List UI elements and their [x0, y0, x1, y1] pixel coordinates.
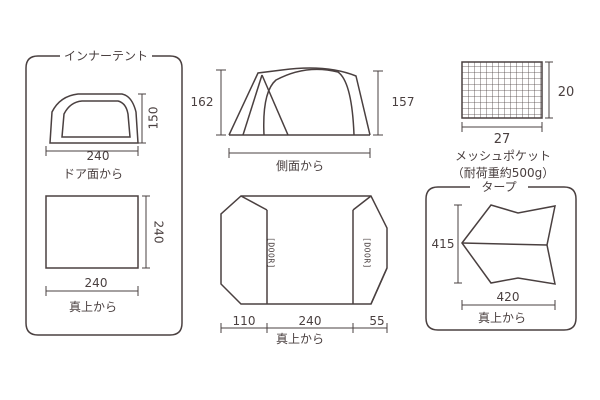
tent-top-outline	[220, 195, 388, 305]
mesh-pocket-grid	[461, 61, 543, 119]
inner-top-width-label: 240	[85, 276, 108, 290]
side-pole-front	[242, 74, 263, 136]
title-backing	[60, 48, 152, 64]
tent-top-view: [DOOR] [DOOR] 110 240 55 真上から	[220, 195, 388, 346]
mesh-width-label: 27	[494, 132, 511, 147]
title-backing	[478, 179, 520, 195]
tent-top-dim-right-label: 55	[369, 314, 384, 328]
tent-top-rear-fold	[352, 195, 372, 211]
tent-top-dim-left-label: 110	[233, 314, 256, 328]
tent-top-view-caption: 真上から	[276, 332, 324, 346]
tarp-title: タープ	[481, 180, 516, 194]
inner-tent-frame	[25, 55, 183, 336]
tarp-caption: 真上から	[478, 311, 526, 325]
tent-top-door-right-label: [DOOR]	[363, 237, 372, 269]
inner-door-width-label: 240	[87, 149, 110, 163]
tarp-height-label: 415	[432, 237, 455, 251]
inner-top-depth-label: 240	[152, 221, 166, 244]
inner-top-view-caption: 真上から	[69, 300, 117, 314]
tent-top-dim-center-label: 240	[299, 314, 322, 328]
side-left-height-label: 162	[191, 95, 214, 109]
inner-tent-title: インナーテント	[64, 49, 148, 63]
inner-tent-panel: インナーテント 150 240 ドア面から 240 240 真上	[25, 48, 183, 336]
mesh-pocket-caption-line2: （耐荷重約500g）	[452, 165, 555, 180]
mesh-pocket-caption-line1: メッシュポケット	[455, 149, 551, 163]
tent-side-view: 162 157 側面から	[191, 67, 415, 173]
tent-top-door-left-label: [DOOR]	[267, 237, 276, 269]
inner-tent-floor	[45, 195, 139, 269]
side-right-height-label: 157	[392, 95, 415, 109]
side-view-caption: 側面から	[276, 159, 324, 173]
inner-door-height-label: 150	[147, 107, 161, 130]
tent-top-front-fold	[240, 195, 268, 211]
inner-tent-top-view: 240 240 真上から	[45, 195, 166, 314]
tent-top-vestibule-fold	[370, 267, 388, 305]
mesh-height-label: 20	[558, 85, 575, 100]
tarp-width-label: 420	[497, 290, 520, 304]
side-pole-arch	[263, 68, 355, 136]
mesh-pocket: 20 27 メッシュポケット （耐荷重約500g）	[452, 61, 575, 180]
side-pole-cross	[261, 74, 289, 136]
inner-tent-door-shape	[49, 93, 139, 144]
inner-tent-door-view: 150 240 ドア面から	[45, 93, 161, 181]
tarp-ridge-line	[461, 242, 548, 246]
tarp-panel: タープ 415 420 真上から	[425, 179, 577, 331]
side-outer-shell	[228, 67, 371, 136]
tarp-frame	[425, 186, 577, 331]
inner-door-view-caption: ドア面から	[63, 167, 123, 181]
inner-tent-door-opening	[61, 100, 131, 138]
